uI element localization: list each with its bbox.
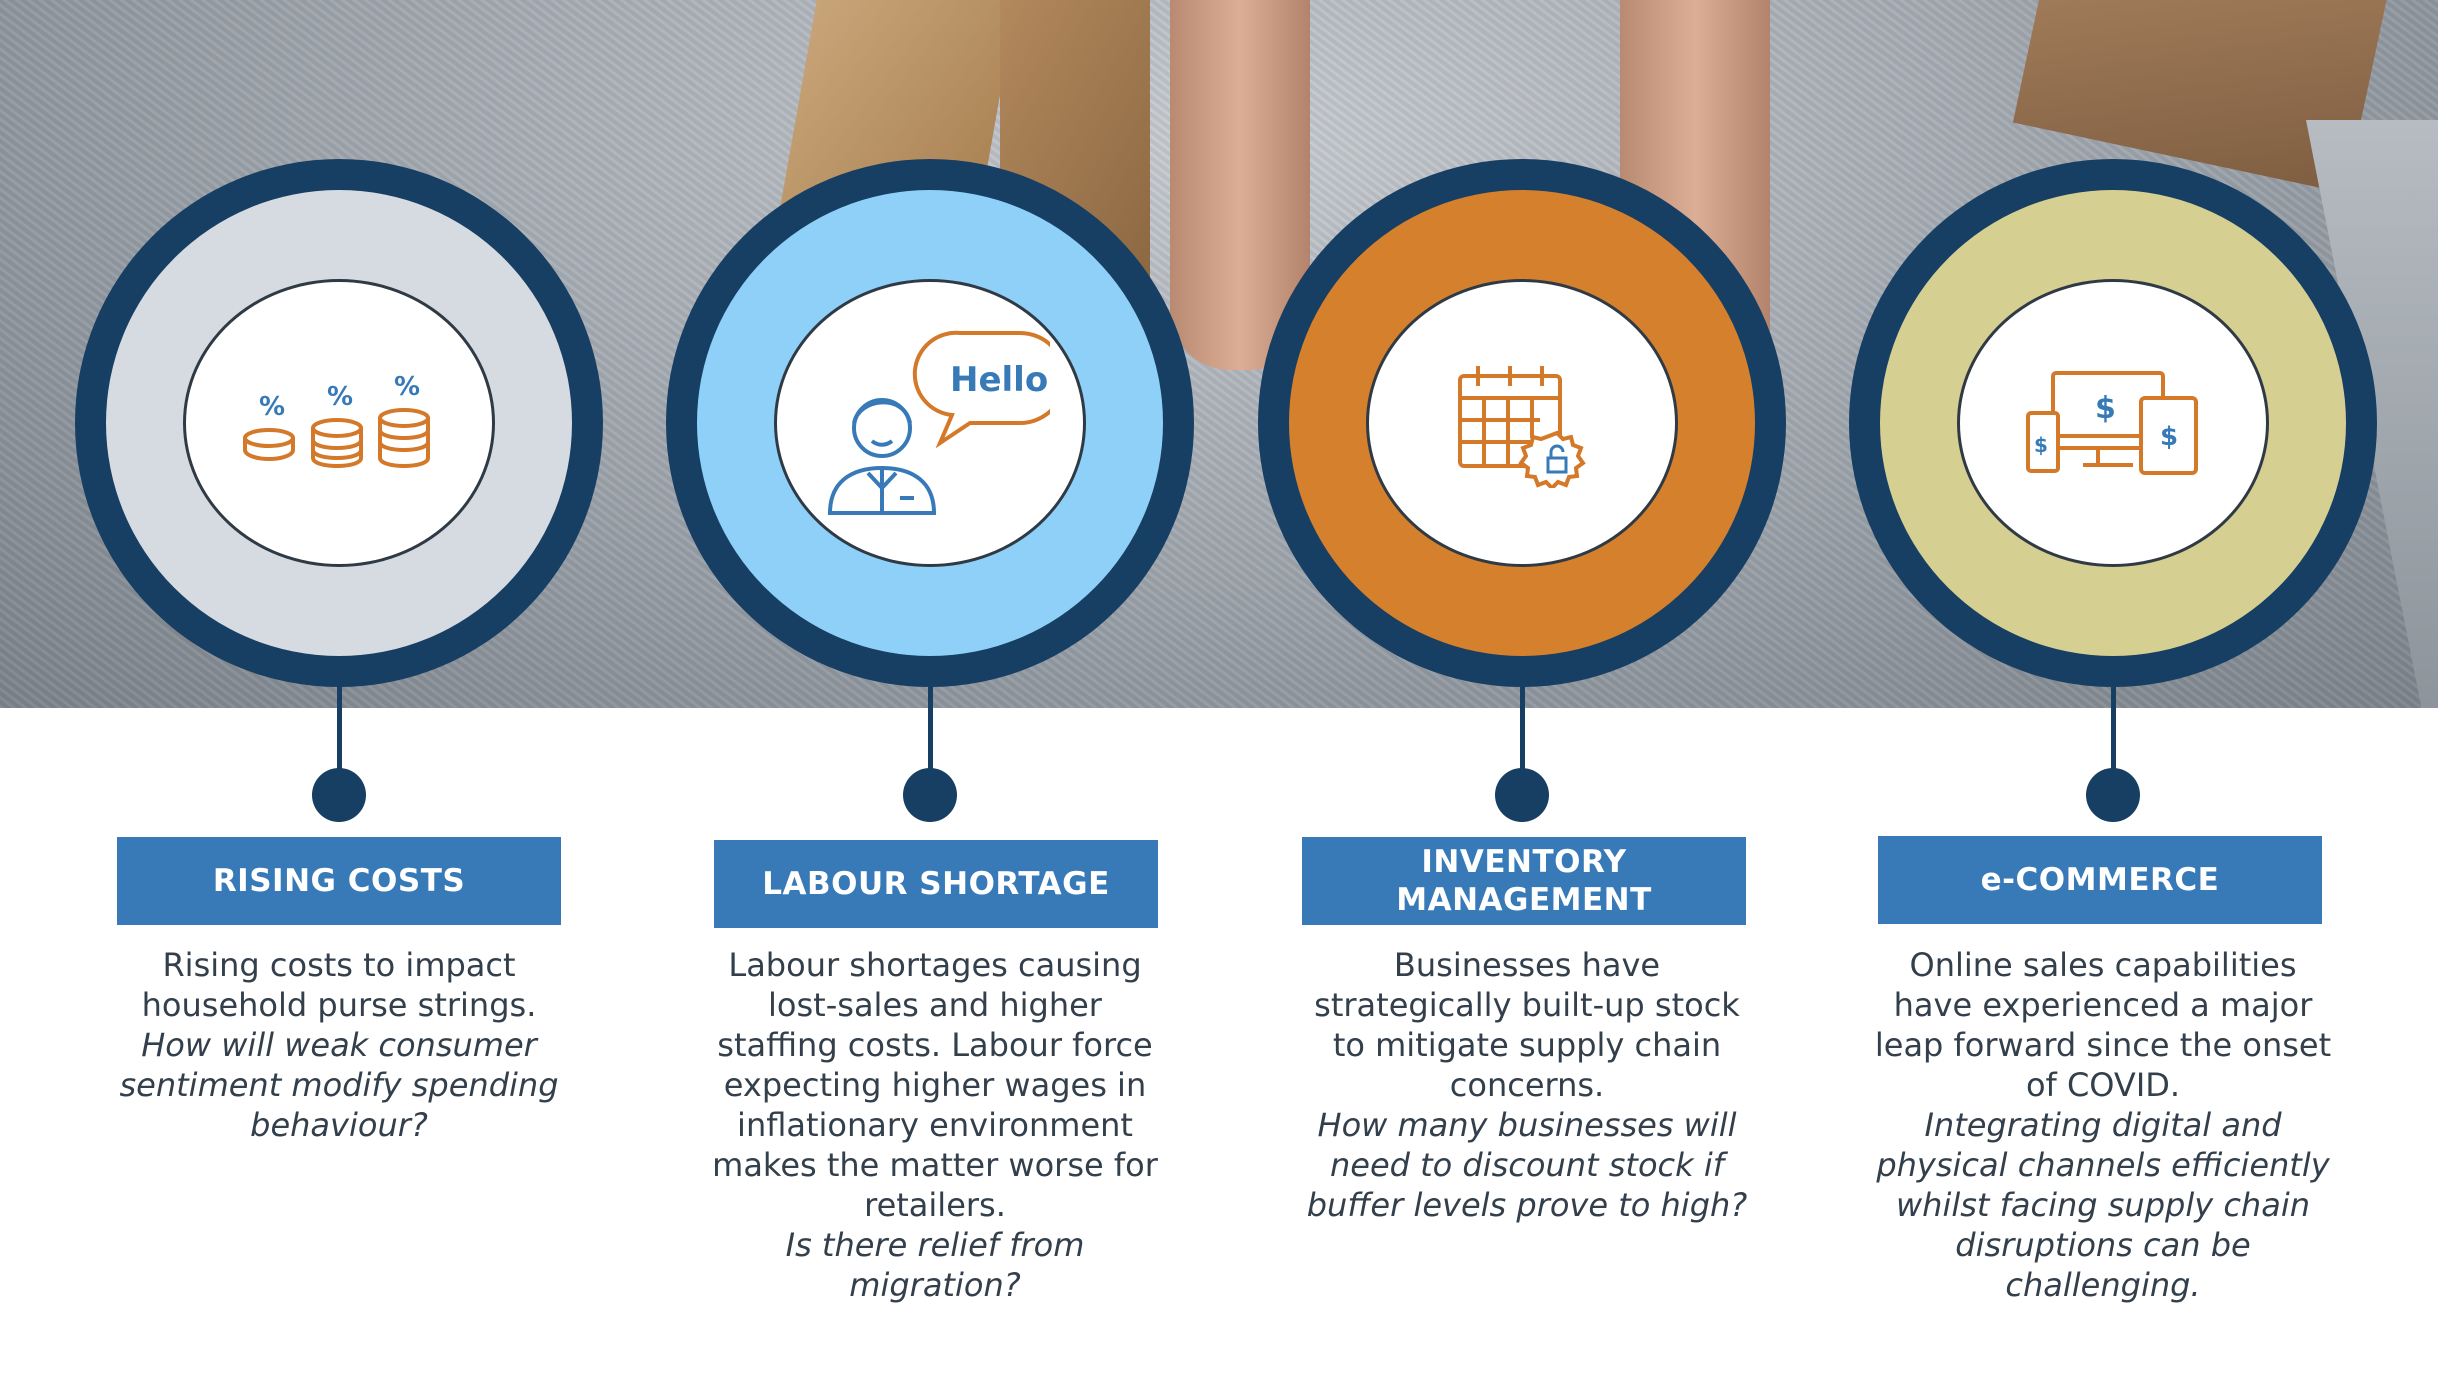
devices-dollar-icon: $ $ $ — [2026, 371, 2198, 475]
connector-dot — [2086, 768, 2140, 822]
connector-dot — [1495, 768, 1549, 822]
card-title: e-COMMERCE — [1878, 836, 2322, 924]
calendar-lock-icon — [1458, 366, 1586, 488]
svg-text:%: % — [394, 373, 420, 402]
labour-shortage-circle: Hello — [666, 159, 1194, 687]
card-description: Rising costs to impact household purse s… — [109, 945, 569, 1145]
card-text: Businesses have strategically built-up s… — [1314, 946, 1740, 1104]
card-description: Online sales capabilities have experienc… — [1873, 945, 2333, 1305]
svg-text:$: $ — [2034, 433, 2048, 457]
svg-text:%: % — [327, 382, 353, 412]
svg-text:%: % — [259, 392, 285, 422]
connector-dot — [312, 768, 366, 822]
card-text: Online sales capabilities have experienc… — [1874, 946, 2332, 1104]
card-question: How many businesses will need to discoun… — [1306, 1106, 1748, 1224]
card-title: LABOUR SHORTAGE — [714, 840, 1158, 928]
card-description: Labour shortages causing lost-sales and … — [705, 945, 1165, 1305]
card-text: Labour shortages causing lost-sales and … — [712, 946, 1158, 1224]
card-question: How will weak consumer sentiment modify … — [119, 1026, 559, 1144]
coins-percent-icon: % % % — [243, 373, 430, 469]
rising-costs-circle: % % % — [75, 159, 603, 687]
ecommerce-circle: $ $ $ — [1849, 159, 2377, 687]
inventory-management-circle — [1258, 159, 1786, 687]
svg-text:$: $ — [2160, 422, 2178, 452]
card-question: Is there relief from migration? — [785, 1226, 1085, 1304]
worker-speech-bubble-icon: Hello — [827, 330, 1050, 515]
connector-dot — [903, 768, 957, 822]
svg-text:$: $ — [2095, 391, 2116, 426]
card-title: RISING COSTS — [117, 837, 561, 925]
svg-text:Hello: Hello — [950, 360, 1048, 400]
card-text: Rising costs to impact household purse s… — [141, 946, 537, 1024]
card-question: Integrating digital and physical channel… — [1876, 1106, 2330, 1304]
card-title: INVENTORY MANAGEMENT — [1302, 837, 1746, 925]
card-description: Businesses have strategically built-up s… — [1297, 945, 1757, 1225]
